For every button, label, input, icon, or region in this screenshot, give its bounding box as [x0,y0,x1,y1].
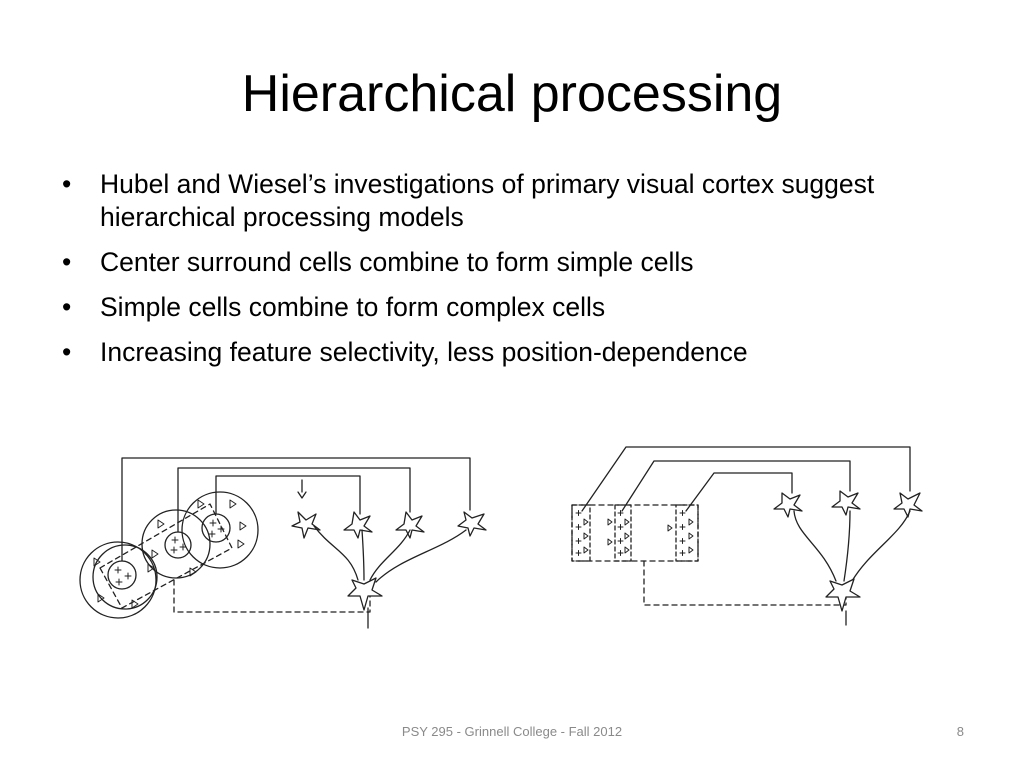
connector-line [685,472,793,512]
connector-line [297,479,307,499]
bullet-item: • Simple cells combine to form complex c… [62,291,942,324]
receptive-field-bar [614,504,632,562]
triangle-marks [93,499,247,609]
axon-line [851,510,911,582]
bullet-list: • Hubel and Wiesel’s investigations of p… [62,168,942,381]
receptive-field-circle [181,491,259,569]
complex-cell-diagram-svg [571,446,923,626]
bullet-dot-icon: • [62,337,72,367]
bullet-item: • Increasing feature selectivity, less p… [62,336,942,369]
on-center-circle [164,531,192,559]
neuron-icon [773,492,803,518]
receptive-field-bar [571,504,591,562]
receptive-field-circle [92,544,158,610]
connector-line [121,457,471,562]
slide-number: 8 [956,724,964,739]
bullet-dot-icon: • [62,292,72,322]
dashed-band [99,503,233,609]
simple-cell-neuron-icon [347,577,383,629]
bullet-item: • Center surround cells combine to form … [62,246,942,279]
connector-line [621,460,851,512]
simple-cell-diagram [70,440,500,630]
neuron-icon [457,511,487,537]
plus-marks [114,519,225,586]
slide-title: Hierarchical processing [241,65,783,123]
receptive-field-bar [675,504,699,562]
axon-line [369,529,411,581]
axon-line [313,525,359,581]
on-center-circle [107,560,137,590]
bullet-text: Hubel and Wiesel’s investigations of pri… [100,169,875,232]
connector-line [215,475,361,515]
axon-line [375,529,467,583]
neuron-icon [291,511,321,539]
connector-line [177,467,411,533]
neuron-icon [893,492,923,518]
bullet-dot-icon: • [62,169,72,199]
connector-line [581,446,911,512]
bullet-text: Simple cells combine to form complex cel… [100,292,606,322]
bar-marks [575,510,694,556]
axon-line [361,529,365,581]
complex-cell-neuron-icon [825,578,861,626]
simple-cell-diagram-svg [79,457,487,629]
axon-line [793,510,837,582]
complex-cell-diagram [560,435,940,630]
receptive-field-circle [141,509,211,579]
neuron-icon [395,511,425,539]
bullet-text: Center surround cells combine to form si… [100,247,694,277]
slide-footer: PSY 295 - Grinnell College - Fall 2012 [401,724,623,739]
bullet-item: • Hubel and Wiesel’s investigations of p… [62,168,942,234]
neuron-icon [343,511,373,539]
bullet-dot-icon: • [62,247,72,277]
bullet-text: Increasing feature selectivity, less pos… [100,337,748,367]
receptive-field-rect [571,504,699,562]
receptive-field-circle [79,541,157,619]
dashed-connector [173,579,371,613]
dashed-connector [643,560,847,606]
axon-line [843,510,851,582]
neuron-icon [831,490,861,516]
